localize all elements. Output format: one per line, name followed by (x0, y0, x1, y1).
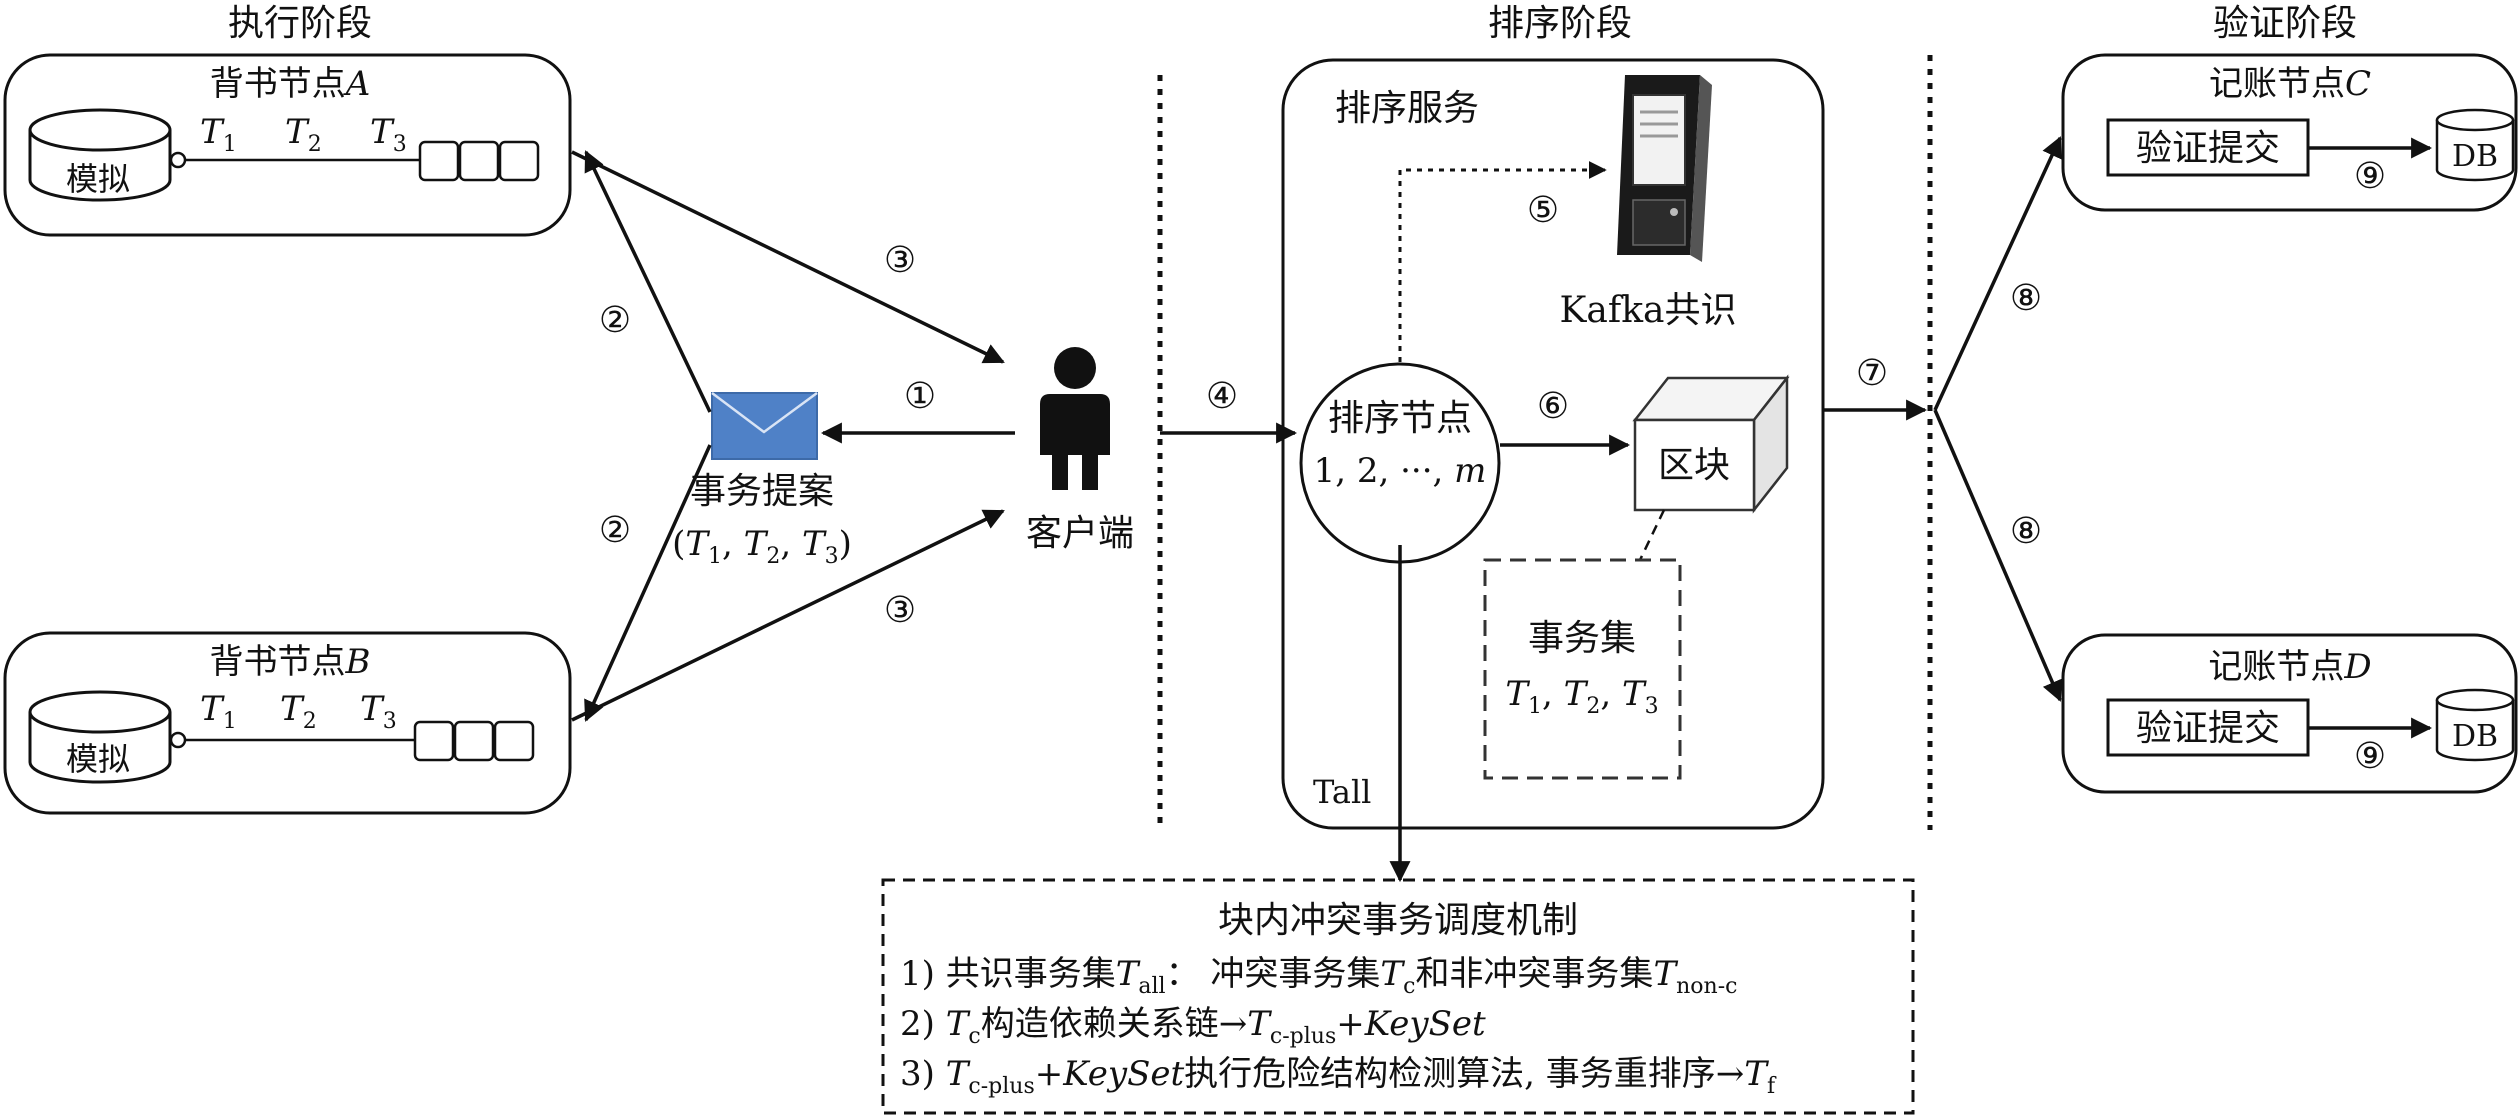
endorser-a-label: 背书节点A (210, 64, 371, 104)
endorser-b-t1: T1 (200, 689, 237, 734)
endorser-node-a: 背书节点A 模拟 T1 T2 T3 (3, 53, 572, 237)
txset-values: T1, T2, T3 (1505, 674, 1658, 719)
step-8-lower: ⑧ (2010, 511, 2042, 552)
envelope-icon (711, 391, 818, 460)
step-9-upper: ⑨ (2354, 156, 2386, 197)
arrow-ordering-to-kafka (1398, 161, 1607, 362)
committer-d-db-label: DB (2452, 719, 2498, 754)
ordering-node-line2: 1, 2, ···, m (1314, 451, 1487, 491)
committer-d-label: 记账节点D (2208, 647, 2371, 687)
phase-title-execute: 执行阶段 (228, 3, 372, 44)
endorser-b-t3: T3 (360, 689, 397, 734)
step-8-upper: ⑧ (2010, 278, 2042, 319)
transaction-set-box (1483, 558, 1682, 780)
database-icon (2435, 688, 2515, 762)
step-4: ④ (1206, 376, 1238, 417)
simulate-db-icon (28, 108, 172, 202)
arrow-endorser-a-to-client (571, 150, 1005, 364)
mechanism-line-2: 2) Tc构造依赖关系链→Tc-plus+KeySet (900, 1004, 1486, 1049)
endorser-b-label: 背书节点B (210, 642, 371, 682)
endorser-a-db-label: 模拟 (66, 160, 130, 198)
step-5: ⑤ (1527, 190, 1559, 231)
database-icon (2435, 108, 2515, 182)
committer-d-validate-label: 验证提交 (2136, 708, 2280, 749)
proposal-label: 事务提案 (690, 471, 834, 512)
server-icon (1617, 75, 1712, 262)
endorser-b-queue (413, 720, 535, 762)
mechanism-title: 块内冲突事务调度机制 (1218, 900, 1578, 941)
step-9-lower: ⑨ (2354, 736, 2386, 777)
endorser-a-t3: T3 (370, 112, 407, 157)
committer-c-db-label: DB (2452, 139, 2498, 174)
phase-title-order: 排序阶段 (1488, 3, 1632, 44)
simulate-db-icon (28, 690, 172, 784)
client-label: 客户端 (1026, 513, 1134, 554)
endorser-node-b: 背书节点B 模拟 T1 T2 T3 (3, 631, 572, 815)
block-label: 区块 (1658, 445, 1730, 486)
step-7: ⑦ (1856, 353, 1888, 394)
step-3-lower: ③ (884, 590, 916, 631)
committer-node-c (2061, 53, 2518, 212)
phase-title-validate: 验证阶段 (2213, 3, 2357, 44)
block-cube-icon (1632, 374, 1790, 514)
arrow-validate-to-committer-d (1933, 409, 2063, 702)
ordering-service-title: 排序服务 (1335, 88, 1479, 129)
proposal-tx-list: (T1, T2, T3) (672, 524, 852, 569)
mechanism-line-3: 3) Tc-plus+KeySet执行危险结构检测算法, 事务重排序→Tf (900, 1054, 1777, 1099)
committer-node-d (2061, 633, 2518, 794)
step-1: ① (904, 376, 936, 417)
endorser-a-t1: T1 (200, 112, 237, 157)
endorser-a-t2: T2 (285, 112, 322, 157)
step-6: ⑥ (1537, 386, 1569, 427)
kafka-label: Kafka共识 (1560, 290, 1737, 331)
tall-label: Tall (1313, 773, 1371, 811)
ordering-service-box (1281, 58, 1825, 830)
committer-c-validate-label: 验证提交 (2136, 128, 2280, 169)
mechanism-line-1: 1) 共识事务集Tall： 冲突事务集Tc和非冲突事务集Tnon-c (900, 954, 1737, 999)
step-2-upper: ② (599, 300, 631, 341)
arrow-validate-to-committer-c (1933, 136, 2062, 411)
block-to-txset-connector (1638, 509, 1666, 561)
arrow-endorser-b-to-client (571, 509, 1005, 722)
endorser-b-db-label: 模拟 (66, 740, 130, 778)
client-person-icon (1040, 347, 1110, 490)
arrow-proposal-to-endorser-b (584, 444, 712, 722)
mechanism-box (881, 878, 1915, 1115)
committer-c-label: 记账节点C (2209, 64, 2371, 104)
txset-label: 事务集 (1528, 618, 1636, 659)
endorser-b-t2: T2 (280, 689, 317, 734)
arrow-proposal-to-endorser-a (584, 150, 712, 413)
ordering-node-line1: 排序节点 (1328, 398, 1472, 439)
step-2-lower: ② (599, 510, 631, 551)
endorser-a-queue (418, 140, 540, 182)
step-3-upper: ③ (884, 240, 916, 281)
